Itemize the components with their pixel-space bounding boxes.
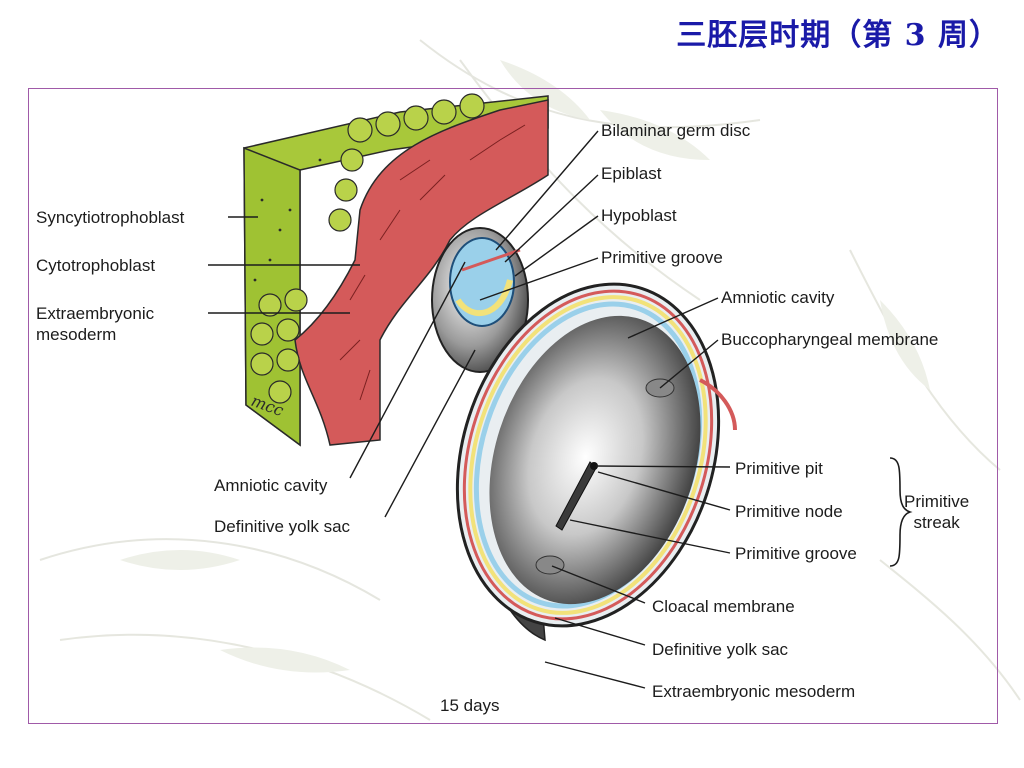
- primitive-streak-brace: [889, 457, 913, 567]
- diagram-frame: [28, 88, 998, 724]
- label-hypoblast: Hypoblast: [601, 206, 677, 225]
- tissue-block: mcc: [243, 93, 549, 447]
- embryo-large-sac: [455, 282, 737, 642]
- slide-title: 三胚层时期（第 3 周）: [676, 18, 1000, 53]
- label-primitive-node: Primitive node: [735, 502, 843, 521]
- label-bilaminar-germ-disc: Bilaminar germ disc: [601, 121, 751, 140]
- label-definitive-yolk-sac-right: Definitive yolk sac: [652, 640, 789, 659]
- label-primitive-pit: Primitive pit: [735, 459, 823, 478]
- label-syncytiotrophoblast: Syncytiotrophoblast: [36, 208, 185, 227]
- label-extraembryonic-mesoderm-left: Extraembryonic mesoderm: [36, 304, 155, 344]
- label-extraembryonic-mesoderm-right: Extraembryonic mesoderm: [652, 682, 856, 701]
- leader-lines: [208, 130, 731, 689]
- diagram-caption: 15 days: [440, 696, 500, 715]
- label-primitive-groove-top: Primitive groove: [601, 248, 723, 267]
- label-epiblast: Epiblast: [601, 164, 662, 183]
- label-primitive-groove: Primitive groove: [735, 544, 857, 563]
- label-buccopharyngeal-membrane: Buccopharyngeal membrane: [721, 330, 939, 349]
- label-amniotic-cavity-right: Amniotic cavity: [721, 288, 835, 307]
- extraembryonic-mesoderm-region: [294, 99, 549, 446]
- label-primitive-streak: Primitive streak: [904, 492, 970, 532]
- primitive-pit-shape: [590, 462, 598, 470]
- label-cloacal-membrane: Cloacal membrane: [652, 597, 795, 616]
- label-cytotrophoblast: Cytotrophoblast: [36, 256, 156, 275]
- label-definitive-yolk-sac-left: Definitive yolk sac: [214, 517, 351, 536]
- label-amniotic-cavity-left: Amniotic cavity: [214, 476, 328, 495]
